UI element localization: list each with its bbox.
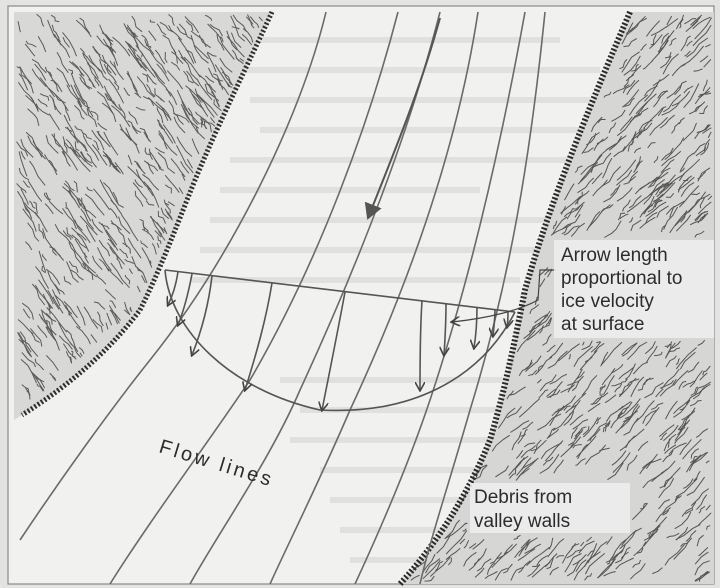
arrow-note-line-2: proportional to: [561, 268, 682, 289]
arrow-note-label: Arrow length proportional to ice velocit…: [554, 240, 714, 338]
arrow-note-line-3: ice velocity: [561, 291, 654, 312]
debris-line-2: valley walls: [474, 511, 570, 532]
debris-line-1: Debris from: [474, 487, 572, 508]
arrow-note-line-4: at surface: [561, 314, 644, 335]
arrow-note-line-1: Arrow length: [561, 245, 668, 266]
debris-label: Debris from valley walls: [470, 483, 630, 533]
